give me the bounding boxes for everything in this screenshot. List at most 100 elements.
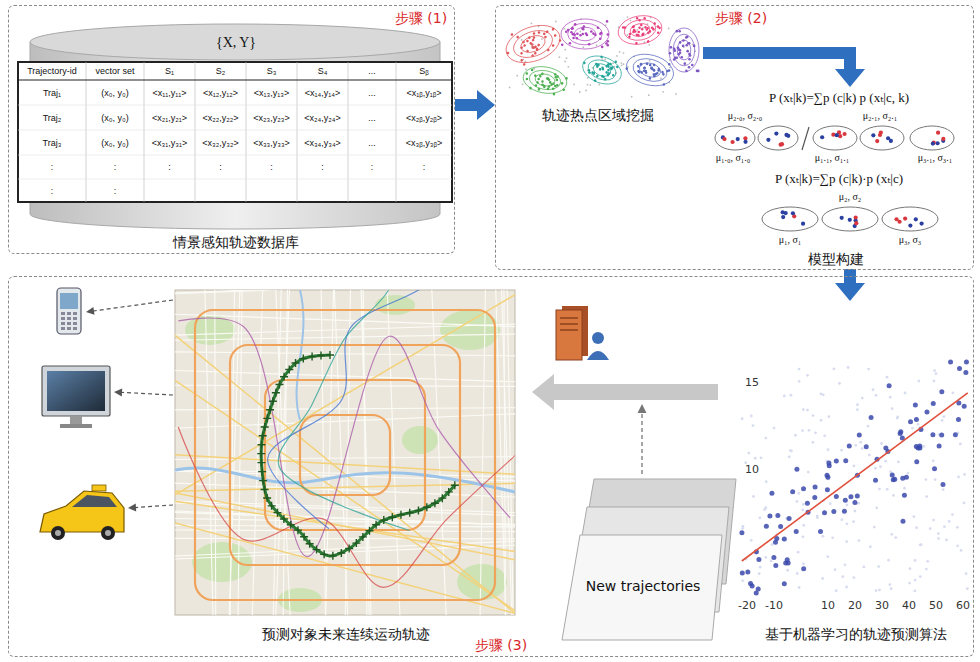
street [175,385,515,386]
table-rule [246,62,247,202]
scatter-dot [567,66,569,68]
cluster-dot [653,63,656,66]
cluster-dot [647,40,650,43]
data-point [924,409,929,414]
data-point [847,443,852,448]
background-dot [951,513,954,516]
parameter-label: μ₂.₁, σ₂.₁ [863,110,898,122]
document-label: New trajectories [586,578,701,594]
cluster-ring [519,33,548,56]
predicted-trajectory [261,355,455,556]
dashed-arrow [641,412,642,474]
table-cell: Traj₃ [43,137,62,147]
background-dot [853,465,856,468]
cluster-dot [638,26,641,29]
background-dot [897,461,900,464]
cluster-dot [534,84,537,87]
trajectory-marker [345,545,353,553]
cluster-ring [534,73,556,88]
cluster-dot [596,74,599,77]
cluster-dot [590,30,593,33]
data-point [805,501,810,506]
background-dot [770,560,773,563]
axis-tick: 40 [902,600,916,613]
component-ellipse [822,207,878,231]
scatter-dot [649,60,651,62]
background-dot [847,366,850,369]
table-cell: Traj₂ [43,112,62,122]
background-dot [948,520,951,523]
axis-tick: 50 [929,600,943,613]
data-point [956,417,961,422]
background-dot [874,467,877,470]
data-point [939,389,944,394]
axis-tick: -10 [765,600,783,613]
background-dot [822,535,825,538]
taxi-hub [105,530,111,536]
cluster-dot [554,34,557,37]
street [496,290,506,615]
taxi-hub [55,530,61,536]
trajectory-marker [259,477,267,485]
axis-tick: 10 [745,464,759,477]
cluster-dot [541,80,544,83]
component-ellipse [860,126,904,150]
sample-dot [835,133,839,137]
component-ellipse [910,126,954,150]
scatter-dot [521,39,523,41]
data-point [916,445,921,450]
scatter-dot [660,78,662,80]
scatter-dot [668,28,670,30]
background-dot [929,527,932,530]
background-dot [878,488,881,491]
sample-dot [897,220,901,224]
data-point [739,530,744,535]
table-header: S₂ [216,66,226,76]
street [321,290,325,615]
phone-key [73,327,77,330]
cluster-dot [633,29,636,32]
cluster-ring [561,19,609,49]
background-dot [811,441,814,444]
scatter-dot [662,91,664,93]
data-point [769,491,774,496]
formula: P (xₜ|k)=∑p (c|k)·p (xₜ|c) [775,172,903,187]
cluster-dot [599,33,602,36]
background-dot [853,576,856,579]
phone-key [67,327,71,330]
cluster-dot [547,87,550,90]
data-point [764,524,769,529]
trajectory-marker [266,406,274,414]
data-point [782,581,787,586]
table-cell: : [51,185,54,195]
data-point [948,360,953,365]
table-cell: (x₀, y₀) [101,87,128,97]
cluster-dot [539,75,542,78]
cluster-dot [551,44,554,47]
background-dot [838,382,841,385]
table-cell: : [219,162,222,172]
cluster-dot [588,71,591,74]
table-rule [18,179,452,180]
cluster-dot [535,48,538,51]
table-cell: ... [368,137,376,147]
cluster-dot [606,20,609,23]
component-ellipse [758,126,798,150]
model-construction: P (xₜ|k)=∑p (c|k) p (xₜ|c, k)P (xₜ|k)=∑p… [706,87,971,269]
cluster-dot [586,34,589,37]
cluster-dot [633,29,636,32]
data-point [740,571,745,576]
cluster-dot [686,35,689,38]
scatter-dot [627,16,629,18]
background-dot [932,519,935,522]
data-point [801,566,806,571]
server-icon [556,306,609,360]
cluster-dot [551,28,554,31]
server-front [556,310,582,360]
map-content [175,290,515,615]
background-dot [833,367,836,370]
axis-tick: 30 [875,600,889,613]
background-dot [965,572,968,575]
background-dot [933,380,936,383]
